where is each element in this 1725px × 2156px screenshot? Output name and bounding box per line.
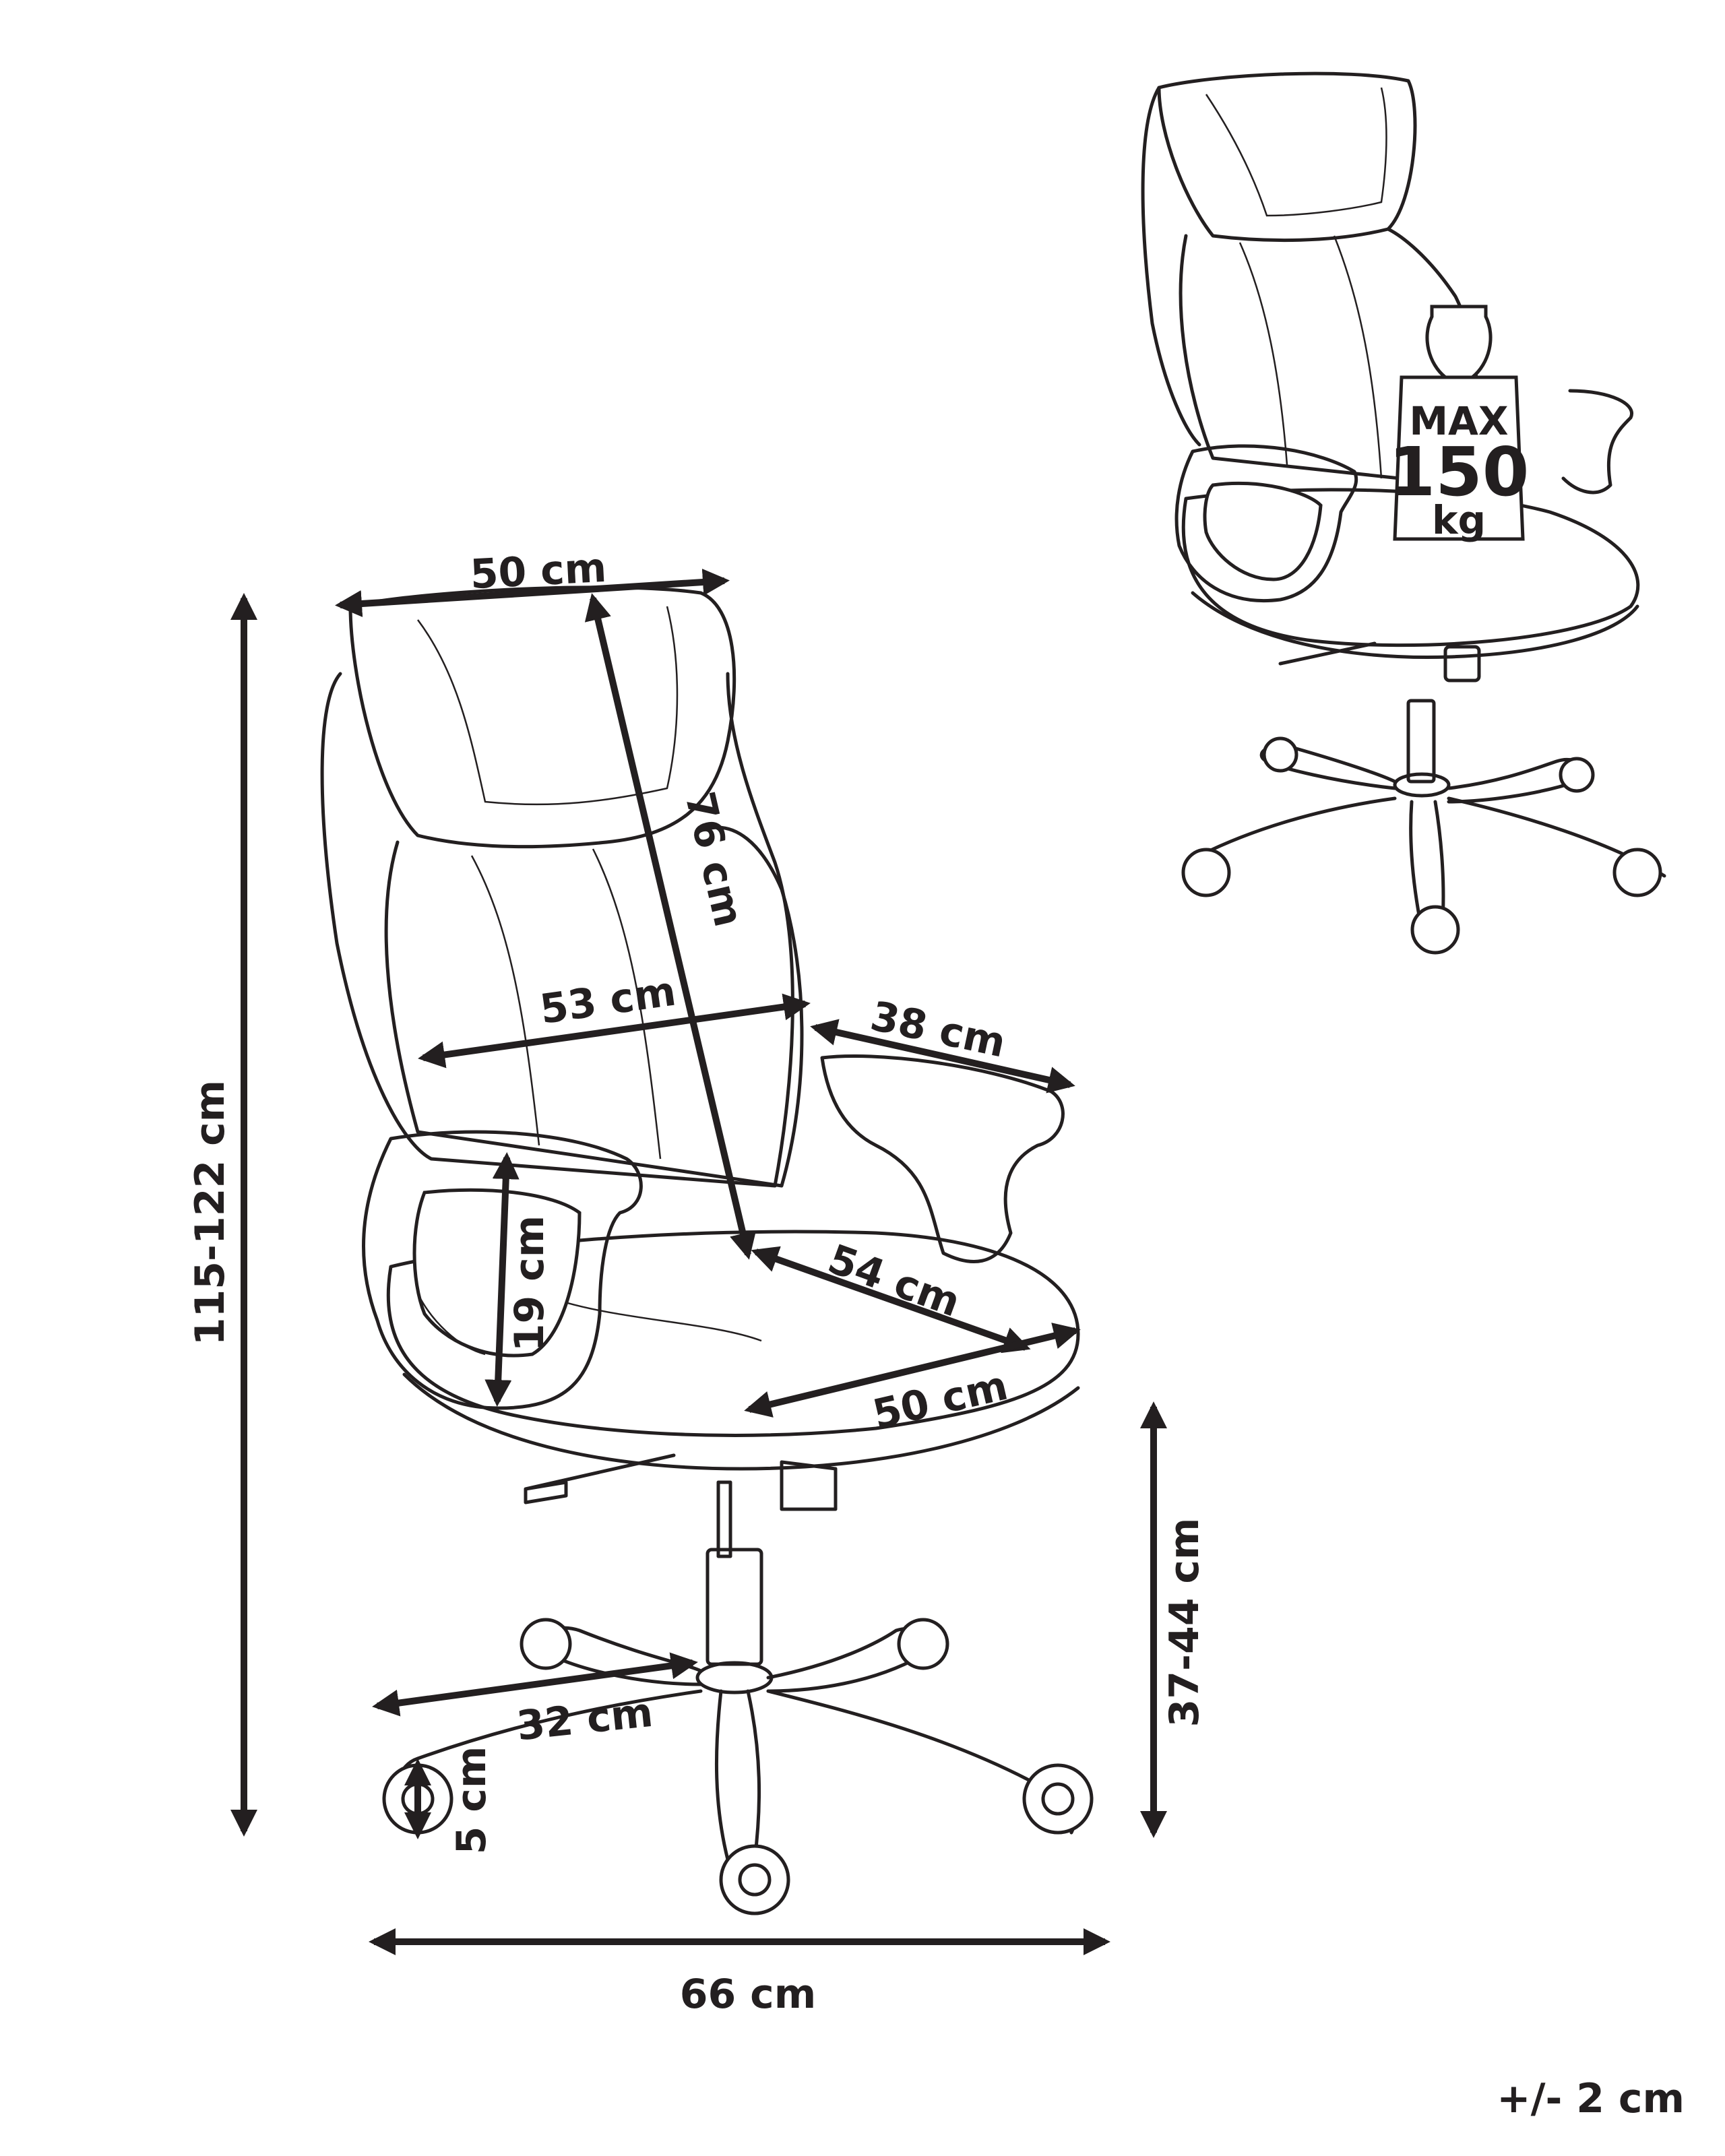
- tolerance-note: +/- 2 cm: [1497, 2075, 1685, 2122]
- headrest-panel: [416, 606, 679, 806]
- caster-back-left-icon: [520, 1618, 572, 1670]
- caster-right-icon: [1022, 1763, 1094, 1835]
- max-weight-badge: MAX 150 kg: [1389, 305, 1530, 543]
- arrow-seat-width: [744, 1323, 1081, 1418]
- arrow-armrest-height: [484, 1152, 520, 1407]
- arrow-base-radius: [372, 1652, 698, 1717]
- arrow-backrest-height: [584, 593, 757, 1260]
- dimension-arrows: [230, 569, 1167, 1955]
- weight-badge-value: 150: [1389, 433, 1530, 511]
- arrow-backrest-width: [418, 993, 811, 1069]
- label-headrest-width: 50 cm: [469, 544, 608, 599]
- label-backrest-height: 76 cm: [676, 788, 753, 931]
- gas-cylinder-cover: [705, 1548, 763, 1666]
- caster-front-icon: [719, 1844, 790, 1915]
- arrow-headrest-width: [335, 569, 730, 617]
- small-chair-drawing: [1141, 71, 1666, 955]
- small-caster-front-icon: [1410, 905, 1460, 955]
- label-total-height: 115-122 cm: [187, 1080, 234, 1345]
- small-caster-back-left-icon: [1262, 736, 1298, 773]
- weight-badge-max: MAX: [1409, 398, 1508, 444]
- label-base-radius: 32 cm: [515, 1689, 656, 1750]
- tilt-lever: [524, 1453, 676, 1504]
- arrow-armrest-length: [810, 1019, 1075, 1093]
- label-seat-depth: 54 cm: [822, 1236, 966, 1327]
- caster-back-right-icon: [897, 1618, 949, 1670]
- seat-mechanism: [780, 1460, 838, 1511]
- armrest-left-slot: [416, 1293, 486, 1356]
- label-caster-diameter: 5 cm: [448, 1746, 495, 1855]
- seat-stitch: [538, 1292, 762, 1342]
- label-armrest-height: 19 cm: [506, 1215, 553, 1352]
- weight-badge-unit: kg: [1432, 497, 1486, 543]
- label-base-width: 66 cm: [680, 1971, 816, 2018]
- backrest: [384, 825, 804, 1188]
- main-chair-drawing: [320, 585, 1094, 1915]
- small-caster-back-right-icon: [1559, 757, 1595, 793]
- small-caster-right-icon: [1612, 848, 1662, 897]
- weight-icon: [1393, 375, 1525, 541]
- label-seat-height: 37-44 cm: [1161, 1518, 1208, 1727]
- small-caster-left-icon: [1181, 848, 1231, 897]
- backrest-frame: [320, 672, 794, 1188]
- backrest-stitch-left: [470, 855, 540, 1146]
- seat-side: [402, 1372, 1080, 1471]
- gas-cylinder-upper: [716, 1480, 732, 1558]
